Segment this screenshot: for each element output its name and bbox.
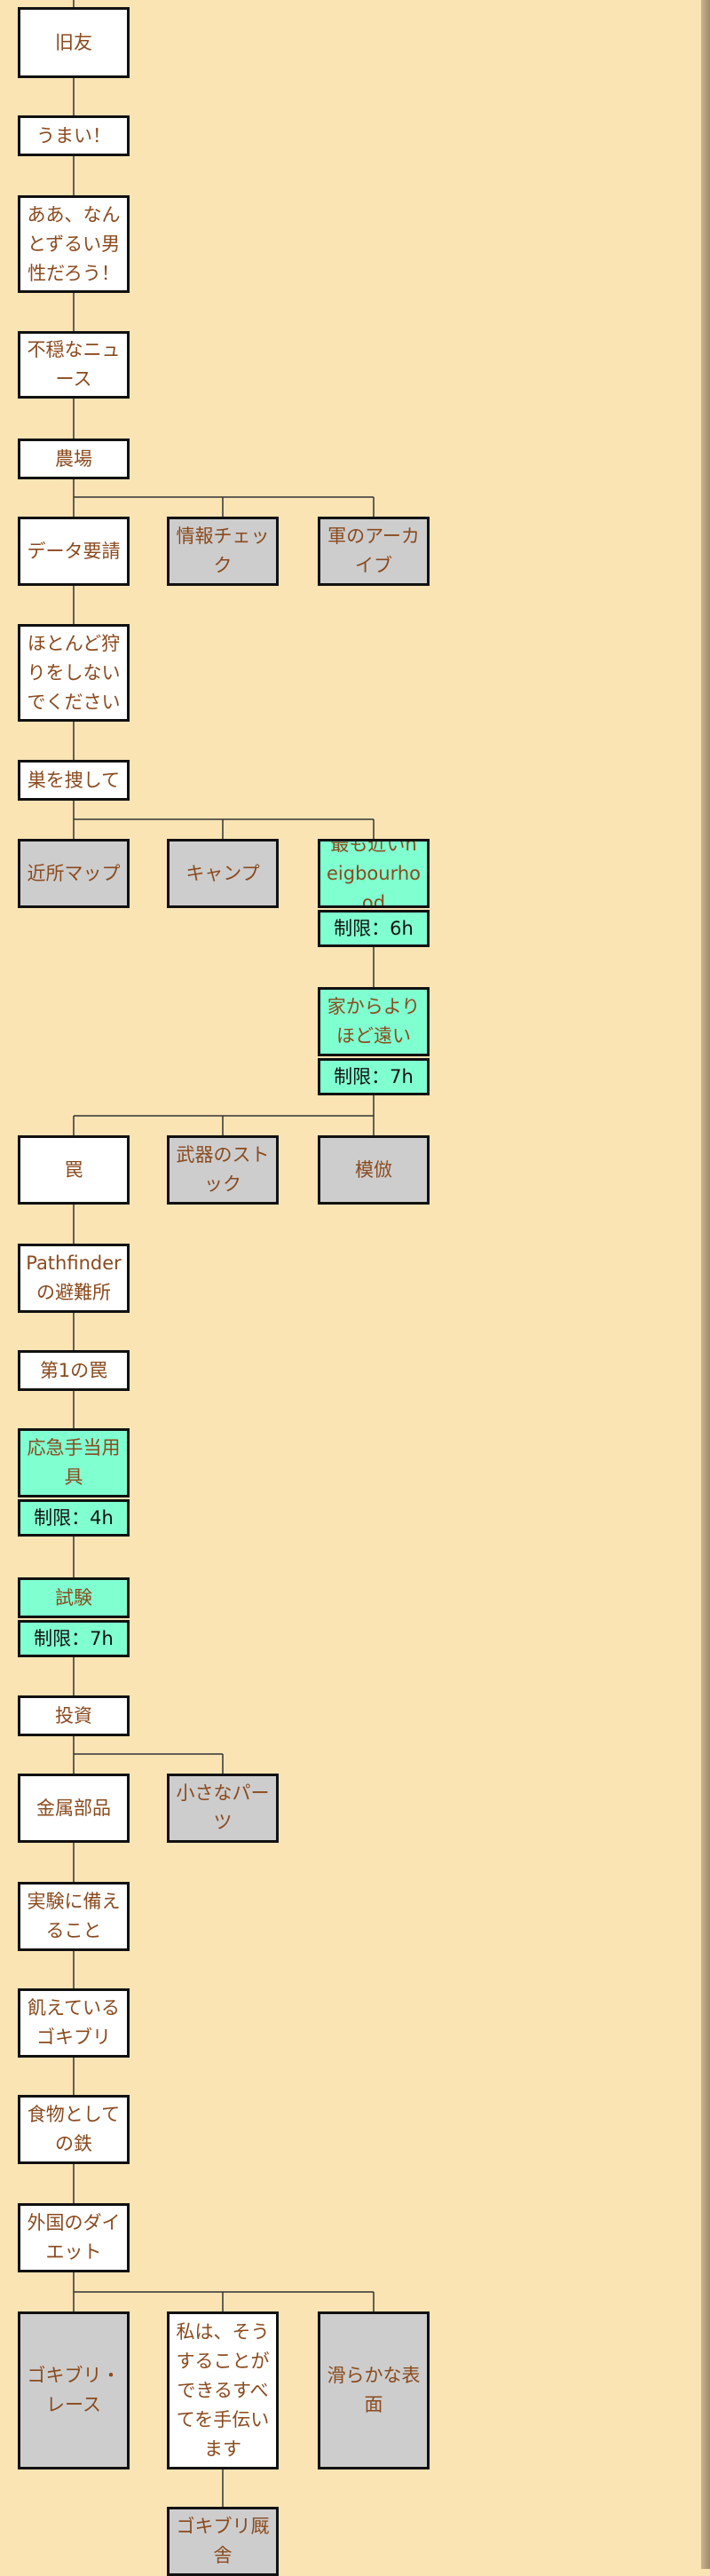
quest-node-pathfinder-shelter[interactable]: Pathfinderの避難所 — [18, 1244, 130, 1313]
time-limit-badge: 制限：7h — [318, 1058, 430, 1095]
quest-node-cockroach-race[interactable]: ゴキブリ・レース — [18, 2311, 130, 2469]
time-limit-badge: 制限：6h — [318, 910, 430, 947]
quest-node-small-parts[interactable]: 小さなパーツ — [167, 1774, 279, 1843]
right-edge-bar — [701, 0, 710, 2569]
quest-node-cockroach-stable[interactable]: ゴキブリ厩舎 — [167, 2507, 279, 2576]
quest-node-investment[interactable]: 投資 — [18, 1695, 130, 1736]
quest-node-help-all[interactable]: 私は、そうすることができるすべてを手伝います — [167, 2311, 279, 2469]
quest-node-hungry-cockroach[interactable]: 飢えているゴキブリ — [18, 1988, 130, 2058]
time-limit-badge: 制限：7h — [18, 1620, 130, 1657]
quest-node-trap[interactable]: 罠 — [18, 1135, 130, 1205]
quest-node-prepare-experiment[interactable]: 実験に備えること — [18, 1882, 130, 1951]
quest-node-iron-as-food[interactable]: 食物としての鉄 — [18, 2095, 130, 2164]
quest-node-military-archive[interactable]: 軍のアーカイブ — [318, 517, 430, 586]
quest-node-no-hunting[interactable]: ほとんど狩りをしないでください — [18, 624, 130, 722]
quest-node-old-friend[interactable]: 旧友 — [18, 7, 130, 78]
quest-node-sly-man[interactable]: ああ、なんとずるい男性だろう！ — [18, 195, 130, 293]
quest-node-farther-from-home[interactable]: 家からよりほど遠い — [318, 987, 430, 1056]
quest-node-smooth-surface[interactable]: 滑らかな表面 — [318, 2311, 430, 2469]
quest-node-neighborhood-map[interactable]: 近所マップ — [18, 839, 130, 908]
quest-node-metal-parts[interactable]: 金属部品 — [18, 1774, 130, 1843]
quest-node-disturbing-news[interactable]: 不穏なニュース — [18, 331, 130, 399]
quest-node-delicious[interactable]: うまい！ — [18, 115, 130, 156]
quest-node-imitation[interactable]: 模倣 — [318, 1135, 430, 1205]
quest-node-first-trap[interactable]: 第1の罠 — [18, 1350, 130, 1391]
quest-node-first-aid-kit[interactable]: 応急手当用具 — [18, 1428, 130, 1497]
quest-node-foreign-diet[interactable]: 外国のダイエット — [18, 2203, 130, 2272]
quest-node-camp[interactable]: キャンプ — [167, 839, 279, 908]
quest-node-weapon-stock[interactable]: 武器のストック — [167, 1135, 279, 1205]
quest-node-search-nest[interactable]: 巣を捜して — [18, 760, 130, 801]
time-limit-badge: 制限：4h — [18, 1499, 130, 1537]
quest-node-info-check[interactable]: 情報チェック — [167, 517, 279, 586]
quest-node-data-request[interactable]: データ要請 — [18, 517, 130, 586]
quest-node-farm[interactable]: 農場 — [18, 439, 130, 479]
quest-node-nearest-neighbourhood[interactable]: 最も近いneigbourhood — [318, 839, 430, 908]
quest-node-test[interactable]: 試験 — [18, 1577, 130, 1618]
